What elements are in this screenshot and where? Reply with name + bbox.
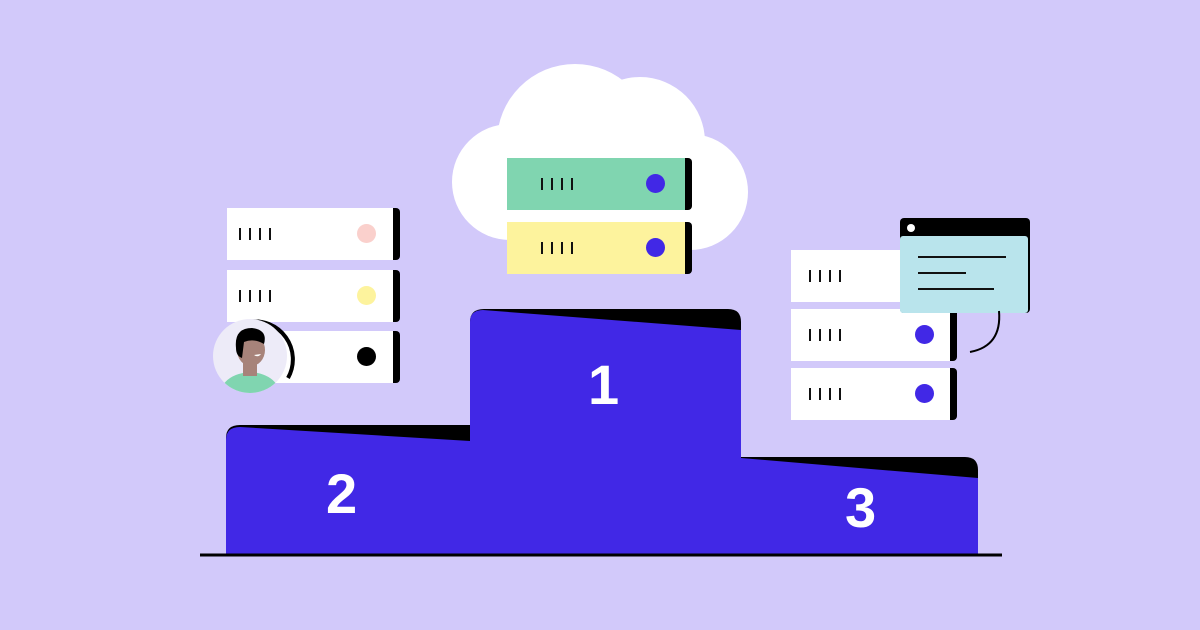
vent-icon	[541, 178, 581, 190]
second-place-label: 2	[326, 462, 358, 525]
left-server-2	[227, 270, 400, 322]
chat-window-icon	[900, 218, 1030, 353]
vent-icon	[239, 290, 279, 302]
right-server-3	[791, 368, 957, 420]
vent-icon	[809, 270, 849, 282]
vent-icon	[809, 388, 849, 400]
status-led-icon	[357, 286, 376, 305]
cloud-server-green	[507, 158, 692, 210]
vent-icon	[809, 329, 849, 341]
status-led-icon	[646, 238, 665, 257]
person-avatar	[213, 319, 295, 393]
left-server-1	[227, 208, 400, 260]
status-led-icon	[915, 325, 934, 344]
status-led-icon	[357, 347, 376, 366]
status-led-icon	[646, 174, 665, 193]
vent-icon	[541, 242, 581, 254]
right-server-2	[791, 309, 957, 361]
vent-icon	[239, 228, 279, 240]
first-place-label: 1	[588, 353, 620, 416]
status-led-icon	[915, 384, 934, 403]
status-led-icon	[357, 224, 376, 243]
third-place-label: 3	[845, 476, 877, 539]
cloud-server-yellow	[507, 222, 692, 274]
